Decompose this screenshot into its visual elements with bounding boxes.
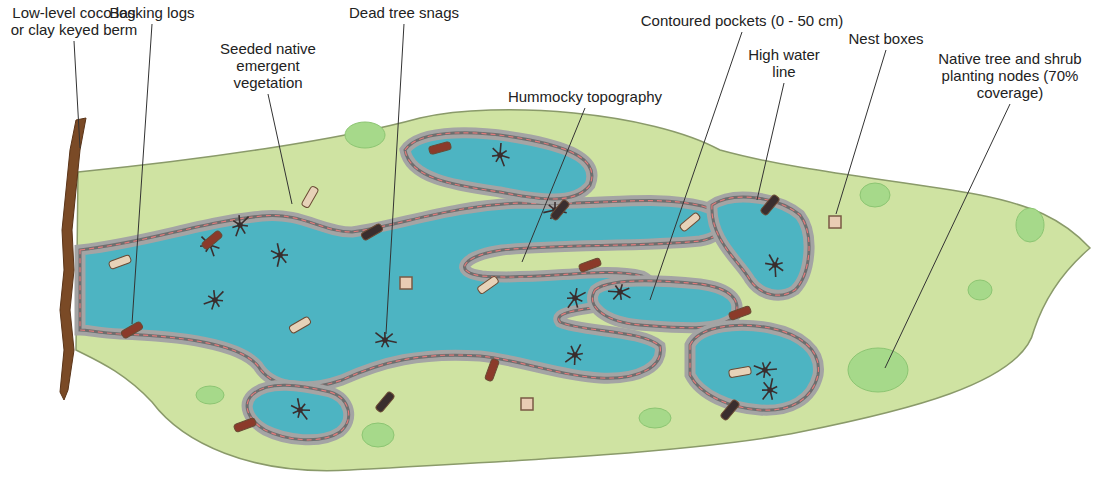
callout-label: Contoured pockets (0 - 50 cm) xyxy=(641,12,844,29)
leader-line xyxy=(522,108,585,262)
upland-ground xyxy=(76,110,1090,471)
leader-line xyxy=(650,32,742,300)
leader-line xyxy=(74,41,80,148)
berm xyxy=(60,118,86,400)
callout-label: Hummocky topography xyxy=(508,88,662,105)
callout-label: High water line xyxy=(743,46,825,80)
leader-line xyxy=(885,104,1010,368)
leader-line xyxy=(836,50,886,214)
leader-line xyxy=(386,24,404,334)
callout-label: Native tree and shrub planting nodes (70… xyxy=(933,50,1088,101)
callout-label: Seeded native emergent vegetation xyxy=(209,40,327,91)
leader-line xyxy=(132,24,152,324)
leader-line xyxy=(268,94,292,204)
leader-line xyxy=(757,83,784,200)
contoured-pockets xyxy=(80,133,818,440)
callout-label: Basking logs xyxy=(109,4,194,21)
callout-label: Nest boxes xyxy=(848,30,923,47)
nest-boxes xyxy=(400,216,841,410)
basking-logs xyxy=(108,141,780,432)
callout-label: Dead tree snags xyxy=(349,4,459,21)
